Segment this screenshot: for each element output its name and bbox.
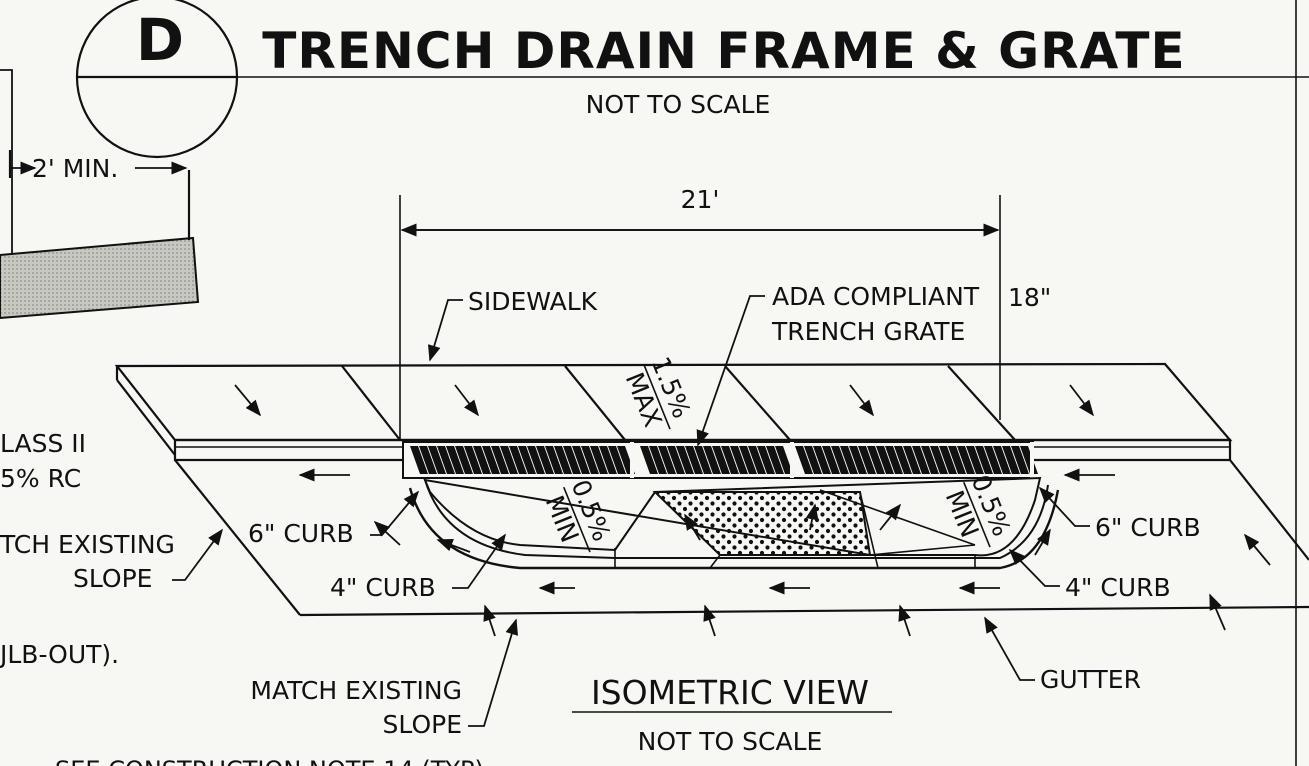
grate-slot bbox=[500, 446, 518, 474]
grate-slot bbox=[563, 446, 581, 474]
grate-slot bbox=[527, 446, 545, 474]
grate-slot bbox=[975, 446, 993, 474]
depth-dimension-text: 18" bbox=[1008, 283, 1051, 312]
grate-slot bbox=[1011, 446, 1029, 474]
grate-slot bbox=[993, 446, 1011, 474]
match-existing-bottom-1: MATCH EXISTING bbox=[250, 676, 462, 705]
grate-slot bbox=[545, 446, 563, 474]
grate-slot bbox=[464, 446, 482, 474]
partial-rc-text: 5% RC bbox=[0, 464, 81, 493]
grate-slot bbox=[822, 446, 840, 474]
grate-slot bbox=[948, 446, 966, 474]
grate-slot bbox=[554, 446, 572, 474]
grate-slot bbox=[939, 446, 957, 474]
grate-slot bbox=[491, 446, 509, 474]
grate-slot bbox=[572, 446, 590, 474]
grate-slot bbox=[712, 446, 730, 474]
partial-class-text: LASS II bbox=[0, 429, 86, 458]
grate-slot bbox=[590, 446, 608, 474]
grate-slot bbox=[473, 446, 491, 474]
grate-slot bbox=[685, 446, 703, 474]
ada-label-line2: TRENCH GRATE bbox=[771, 317, 965, 346]
grate-slot bbox=[640, 446, 658, 474]
grate-slot bbox=[428, 446, 446, 474]
grate-slot bbox=[813, 446, 831, 474]
match-existing-left-1: TCH EXISTING bbox=[0, 530, 175, 559]
grate-slot bbox=[509, 446, 527, 474]
grate-slot bbox=[730, 446, 748, 474]
trench-grate bbox=[402, 441, 1038, 479]
width-dimension-text: 21' bbox=[681, 185, 720, 214]
flow-arrows bbox=[234, 384, 1271, 637]
grate-slot bbox=[536, 446, 554, 474]
grate-slot bbox=[658, 446, 676, 474]
grate-slot bbox=[867, 446, 885, 474]
grate-slot bbox=[739, 446, 757, 474]
gutter-label: GUTTER bbox=[1040, 665, 1141, 694]
grate-slot bbox=[518, 446, 536, 474]
grate-slot bbox=[858, 446, 876, 474]
grate-slot bbox=[748, 446, 766, 474]
grate-slot bbox=[930, 446, 948, 474]
construction-note: SEE CONSTRUCTION NOTE 14 (TYP) bbox=[55, 756, 484, 766]
grate-slot bbox=[984, 446, 1002, 474]
grate-slot bbox=[599, 446, 617, 474]
grate-slot bbox=[649, 446, 667, 474]
grate-slot bbox=[876, 446, 894, 474]
min-clear-dimension: 2' MIN. bbox=[32, 154, 118, 183]
detail-bubble: D bbox=[75, 0, 239, 159]
isometric-slab bbox=[114, 362, 1309, 617]
grate-slot bbox=[676, 446, 694, 474]
match-existing-bottom-2: SLOPE bbox=[383, 710, 462, 739]
grate-slot bbox=[766, 446, 784, 474]
grate-slot bbox=[482, 446, 500, 474]
grate-slot bbox=[795, 446, 813, 474]
sidewalk-label: SIDEWALK bbox=[468, 287, 598, 316]
grate-slot bbox=[912, 446, 930, 474]
grate-slot bbox=[410, 446, 428, 474]
grate-slot bbox=[437, 446, 455, 474]
grate-slot bbox=[694, 446, 712, 474]
curb6-left-label: 6" CURB bbox=[248, 519, 354, 548]
grate-slot bbox=[581, 446, 599, 474]
grate-slot bbox=[885, 446, 903, 474]
curb4-right-label: 4" CURB bbox=[1065, 573, 1171, 602]
grate-slot bbox=[957, 446, 975, 474]
grate-slot bbox=[894, 446, 912, 474]
slope-min-right-note: 0.5% MIN bbox=[940, 471, 1016, 548]
detail-letter: D bbox=[136, 6, 184, 74]
grate-slot bbox=[608, 446, 626, 474]
match-existing-left-2: SLOPE bbox=[73, 564, 152, 593]
view-title: ISOMETRIC VIEW bbox=[591, 673, 869, 712]
grate-slot bbox=[667, 446, 685, 474]
grate-slot bbox=[703, 446, 721, 474]
curb4-left-label: 4" CURB bbox=[330, 573, 436, 602]
curb6-right-label: 6" CURB bbox=[1095, 513, 1201, 542]
left-partial-detail: 2' MIN. LASS II 5% RC TCH EXISTING SLOPE… bbox=[0, 69, 223, 669]
grate-slot bbox=[775, 446, 793, 474]
grate-slot bbox=[757, 446, 775, 474]
grate-slot bbox=[721, 446, 739, 474]
detail-title: TRENCH DRAIN FRAME & GRATE bbox=[262, 22, 1185, 80]
view-scale: NOT TO SCALE bbox=[638, 727, 823, 756]
grate-slot bbox=[455, 446, 473, 474]
grate-slot bbox=[849, 446, 867, 474]
ada-label-line1: ADA COMPLIANT bbox=[772, 282, 980, 311]
detail-scale: NOT TO SCALE bbox=[586, 90, 771, 119]
grate-slot bbox=[446, 446, 464, 474]
grate-slot bbox=[419, 446, 437, 474]
grate-slot bbox=[966, 446, 984, 474]
grate-slot bbox=[903, 446, 921, 474]
width-dimension: 21' bbox=[399, 185, 1001, 440]
grate-slot bbox=[840, 446, 858, 474]
partial-bulb-text: JLB-OUT). bbox=[0, 640, 119, 669]
grate-slot bbox=[831, 446, 849, 474]
grate-slot bbox=[804, 446, 822, 474]
grate-slot bbox=[1002, 446, 1020, 474]
grate-slot bbox=[921, 446, 939, 474]
